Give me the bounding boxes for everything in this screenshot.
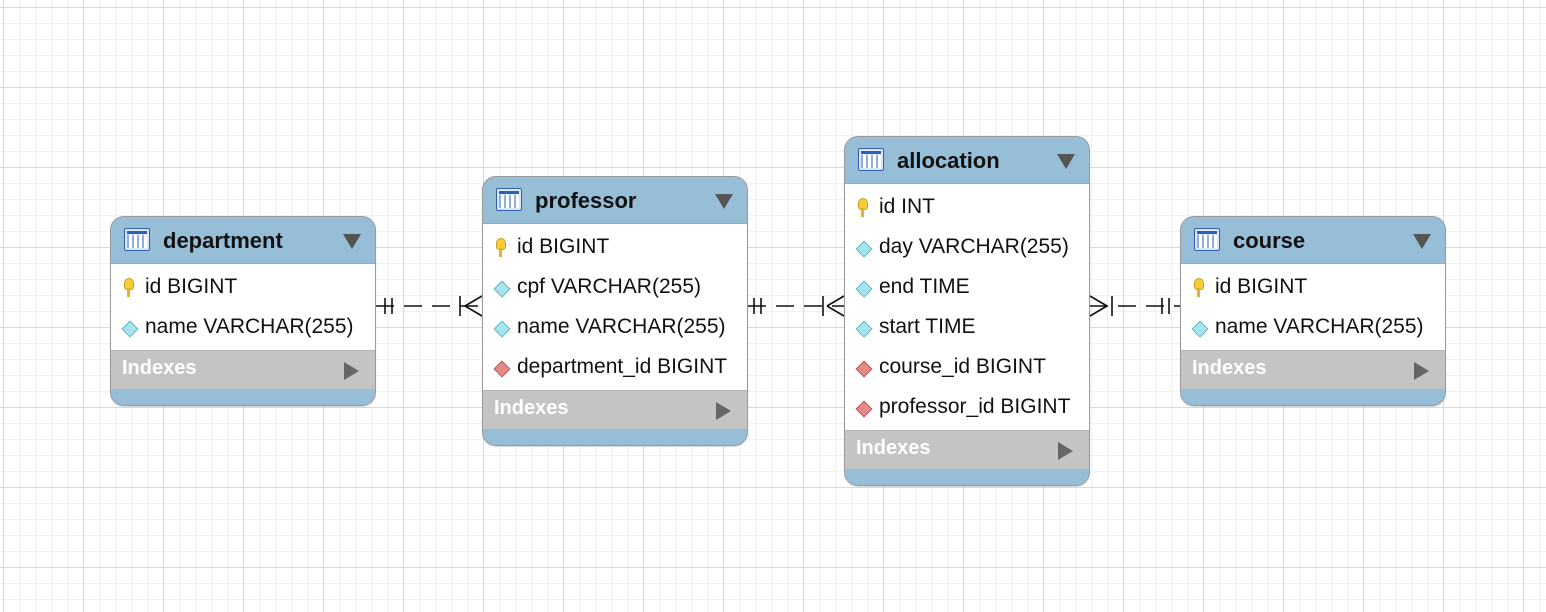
column-row[interactable]: day VARCHAR(255) bbox=[845, 228, 1089, 268]
column-row[interactable]: id BIGINT bbox=[483, 228, 747, 268]
attribute-diamond-icon bbox=[1191, 320, 1207, 336]
attribute-diamond-icon bbox=[121, 320, 137, 336]
column-label: id BIGINT bbox=[1215, 275, 1308, 298]
expand-arrow-icon[interactable] bbox=[344, 362, 359, 380]
relationship-department-professor[interactable] bbox=[376, 295, 483, 317]
column-row[interactable]: name VARCHAR(255) bbox=[1181, 308, 1445, 348]
foreign-key-diamond-icon bbox=[855, 400, 871, 416]
foreign-key-diamond-icon bbox=[493, 360, 509, 376]
column-row[interactable]: professor_id BIGINT bbox=[845, 388, 1089, 428]
entity-header[interactable]: allocation bbox=[845, 137, 1089, 184]
entity-department[interactable]: department id BIGINT name VARCHAR(255) I… bbox=[110, 216, 376, 406]
column-label: professor_id BIGINT bbox=[879, 395, 1071, 418]
column-label: department_id BIGINT bbox=[517, 355, 728, 378]
primary-key-icon bbox=[858, 198, 868, 217]
table-icon bbox=[1194, 228, 1220, 251]
foreign-key-diamond-icon bbox=[855, 360, 871, 376]
table-icon bbox=[858, 148, 884, 171]
collapse-arrow-icon[interactable] bbox=[343, 234, 361, 249]
column-label: end TIME bbox=[879, 275, 970, 298]
column-label: id BIGINT bbox=[145, 275, 238, 298]
column-list: id INT day VARCHAR(255) end TIME start T… bbox=[845, 184, 1089, 430]
attribute-diamond-icon bbox=[855, 280, 871, 296]
entity-footer bbox=[111, 389, 375, 405]
indexes-section[interactable]: Indexes bbox=[845, 430, 1089, 469]
attribute-diamond-icon bbox=[855, 320, 871, 336]
entity-title: allocation bbox=[897, 148, 1000, 173]
collapse-arrow-icon[interactable] bbox=[1057, 154, 1075, 169]
primary-key-icon bbox=[1194, 278, 1204, 297]
entity-header[interactable]: department bbox=[111, 217, 375, 264]
entity-allocation[interactable]: allocation id INT day VARCHAR(255) end T… bbox=[844, 136, 1090, 486]
relationship-professor-allocation[interactable] bbox=[748, 295, 845, 317]
indexes-section[interactable]: Indexes bbox=[111, 350, 375, 389]
column-label: course_id BIGINT bbox=[879, 355, 1046, 378]
relationship-course-allocation[interactable] bbox=[1089, 295, 1180, 317]
expand-arrow-icon[interactable] bbox=[1058, 442, 1073, 460]
entity-footer bbox=[845, 469, 1089, 485]
collapse-arrow-icon[interactable] bbox=[715, 194, 733, 209]
indexes-label: Indexes bbox=[856, 437, 931, 459]
column-label: name VARCHAR(255) bbox=[145, 315, 354, 338]
column-label: name VARCHAR(255) bbox=[1215, 315, 1424, 338]
primary-key-icon bbox=[496, 238, 506, 257]
column-label: day VARCHAR(255) bbox=[879, 235, 1069, 258]
column-label: id INT bbox=[879, 195, 936, 218]
indexes-section[interactable]: Indexes bbox=[483, 390, 747, 429]
expand-arrow-icon[interactable] bbox=[1414, 362, 1429, 380]
column-list: id BIGINT cpf VARCHAR(255) name VARCHAR(… bbox=[483, 224, 747, 390]
column-label: id BIGINT bbox=[517, 235, 610, 258]
attribute-diamond-icon bbox=[493, 280, 509, 296]
entity-header[interactable]: professor bbox=[483, 177, 747, 224]
column-row[interactable]: start TIME bbox=[845, 308, 1089, 348]
attribute-diamond-icon bbox=[855, 240, 871, 256]
indexes-label: Indexes bbox=[494, 397, 569, 419]
entity-footer bbox=[1181, 389, 1445, 405]
column-row[interactable]: name VARCHAR(255) bbox=[483, 308, 747, 348]
column-row[interactable]: name VARCHAR(255) bbox=[111, 308, 375, 348]
collapse-arrow-icon[interactable] bbox=[1413, 234, 1431, 249]
indexes-label: Indexes bbox=[122, 357, 197, 379]
table-icon bbox=[496, 188, 522, 211]
indexes-label: Indexes bbox=[1192, 357, 1267, 379]
column-list: id BIGINT name VARCHAR(255) bbox=[1181, 264, 1445, 350]
entity-title: department bbox=[163, 228, 283, 253]
expand-arrow-icon[interactable] bbox=[716, 402, 731, 420]
entity-course[interactable]: course id BIGINT name VARCHAR(255) Index… bbox=[1180, 216, 1446, 406]
column-label: start TIME bbox=[879, 315, 976, 338]
column-row[interactable]: department_id BIGINT bbox=[483, 348, 747, 388]
table-icon bbox=[124, 228, 150, 251]
column-row[interactable]: id BIGINT bbox=[1181, 268, 1445, 308]
column-row[interactable]: course_id BIGINT bbox=[845, 348, 1089, 388]
attribute-diamond-icon bbox=[493, 320, 509, 336]
indexes-section[interactable]: Indexes bbox=[1181, 350, 1445, 389]
column-row[interactable]: cpf VARCHAR(255) bbox=[483, 268, 747, 308]
column-row[interactable]: id INT bbox=[845, 188, 1089, 228]
primary-key-icon bbox=[124, 278, 134, 297]
column-row[interactable]: id BIGINT bbox=[111, 268, 375, 308]
entity-header[interactable]: course bbox=[1181, 217, 1445, 264]
column-list: id BIGINT name VARCHAR(255) bbox=[111, 264, 375, 350]
column-row[interactable]: end TIME bbox=[845, 268, 1089, 308]
column-label: cpf VARCHAR(255) bbox=[517, 275, 701, 298]
entity-title: course bbox=[1233, 228, 1306, 253]
column-label: name VARCHAR(255) bbox=[517, 315, 726, 338]
entity-footer bbox=[483, 429, 747, 445]
entity-title: professor bbox=[535, 188, 637, 213]
entity-professor[interactable]: professor id BIGINT cpf VARCHAR(255) nam… bbox=[482, 176, 748, 446]
